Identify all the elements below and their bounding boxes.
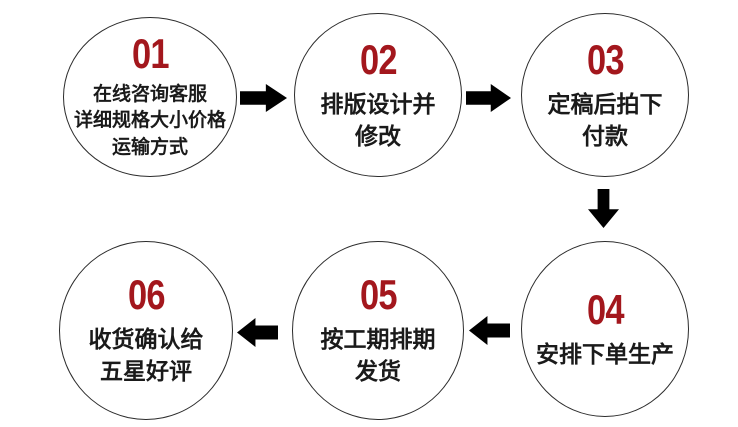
step-05-text-line-2: 发货: [355, 358, 401, 384]
arrow-left-step5-to-step6: [237, 318, 278, 347]
step-circle-05: 05 按工期排期 发货: [292, 241, 464, 420]
step-01-text-line-3: 运输方式: [111, 136, 188, 158]
step-03-number: 03: [586, 35, 624, 83]
step-02-number: 02: [359, 35, 397, 83]
step-01-number: 01: [131, 29, 169, 77]
step-06-number: 06: [127, 271, 165, 318]
arrow-left-step4-to-step5: [469, 316, 510, 345]
step-01-text-line-2: 详细规格大小价格: [73, 110, 226, 132]
step-06-text-line-2: 五星好评: [100, 358, 192, 384]
step-05-number: 05: [359, 271, 397, 318]
step-04-text-line-1: 安排下单生产: [536, 340, 674, 367]
arrow-right-step2-to-step3: [466, 84, 511, 112]
step-circle-01: 01 在线咨询客服 详细规格大小价格 运输方式: [63, 17, 237, 177]
step-circle-03: 03 定稿后拍下 付款: [521, 13, 689, 177]
arrow-right-step1-to-step2: [240, 84, 287, 112]
step-02-text-line-1: 排版设计并: [320, 90, 436, 117]
step-circle-04: 04 安排下单生产: [521, 241, 689, 417]
step-02-text-line-2: 修改: [355, 122, 401, 149]
step-03-text-line-1: 定稿后拍下: [547, 90, 663, 117]
arrow-down-step3-to-step4: [588, 189, 619, 228]
step-06-text-line-1: 收货确认给: [88, 326, 204, 352]
step-03-text-line-2: 付款: [582, 122, 628, 149]
step-circle-06: 06 收货确认给 五星好评: [59, 241, 233, 420]
step-01-text-line-1: 在线咨询客服: [92, 83, 207, 105]
step-circle-02: 02 排版设计并 修改: [294, 13, 462, 177]
step-05-text-line-1: 按工期排期: [320, 326, 436, 352]
step-04-number: 04: [586, 285, 624, 333]
